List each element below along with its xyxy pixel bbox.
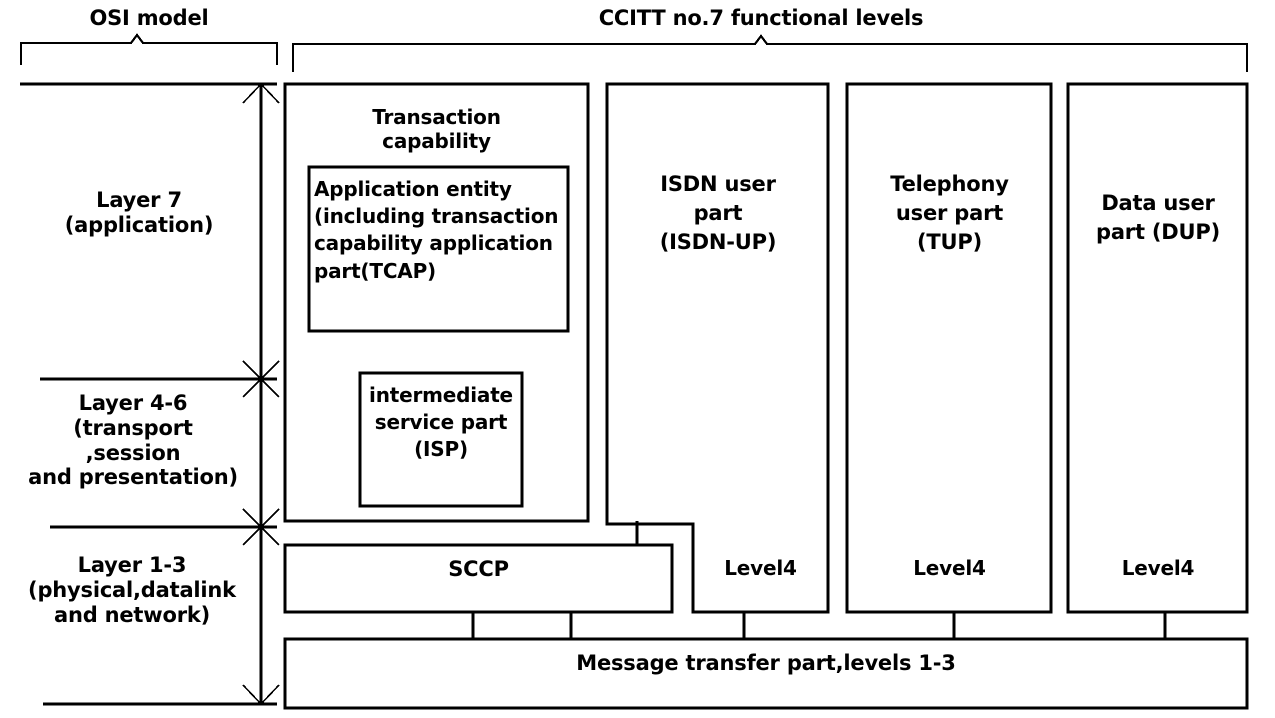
osi-axis-arrow [242,83,280,705]
intermediate-service-part-box [358,371,524,508]
level4-dup-label: Level4 [1121,556,1195,580]
ccitt-brace [291,34,1249,72]
isdn-user-part-label: ISDN user part (ISDN-UP) [659,172,777,254]
osi-model-title: OSI model [89,6,209,30]
data-user-part-box [1066,82,1249,614]
osi-layer-1-3-label: Layer 1-3 (physical,datalink and network… [28,553,236,627]
isdn-user-part-box [605,82,830,614]
osi-layer-7-label: Layer 7 (application) [64,188,214,237]
level4-tup-label: Level4 [913,556,986,580]
osi-layer-dividers [20,82,277,706]
osi-model-brace [19,33,279,65]
data-user-part-label: Data user part (DUP) [1096,191,1220,244]
connector-stubs [471,521,1167,639]
message-transfer-part-label: Message transfer part,levels 1-3 [576,651,956,675]
sccp-label: SCCP [448,557,509,581]
ccitt-functional-levels-title: CCITT no.7 functional levels [598,6,924,30]
transaction-capability-label: Transaction capability [372,105,501,153]
telephony-user-part-box [845,82,1053,614]
intermediate-service-part-label: intermediate service part (ISP) [369,383,513,461]
telephony-user-part-label: Telephony user part (TUP) [890,172,1009,254]
sccp-box [283,543,674,614]
level4-isdn-label: Level4 [724,556,797,580]
osi-layer-4-6-label: Layer 4-6 (transport ,session and presen… [28,391,238,490]
message-transfer-part-box [283,637,1249,710]
application-entity-label: Application entity (including transactio… [314,177,559,283]
application-entity-box [307,165,570,333]
